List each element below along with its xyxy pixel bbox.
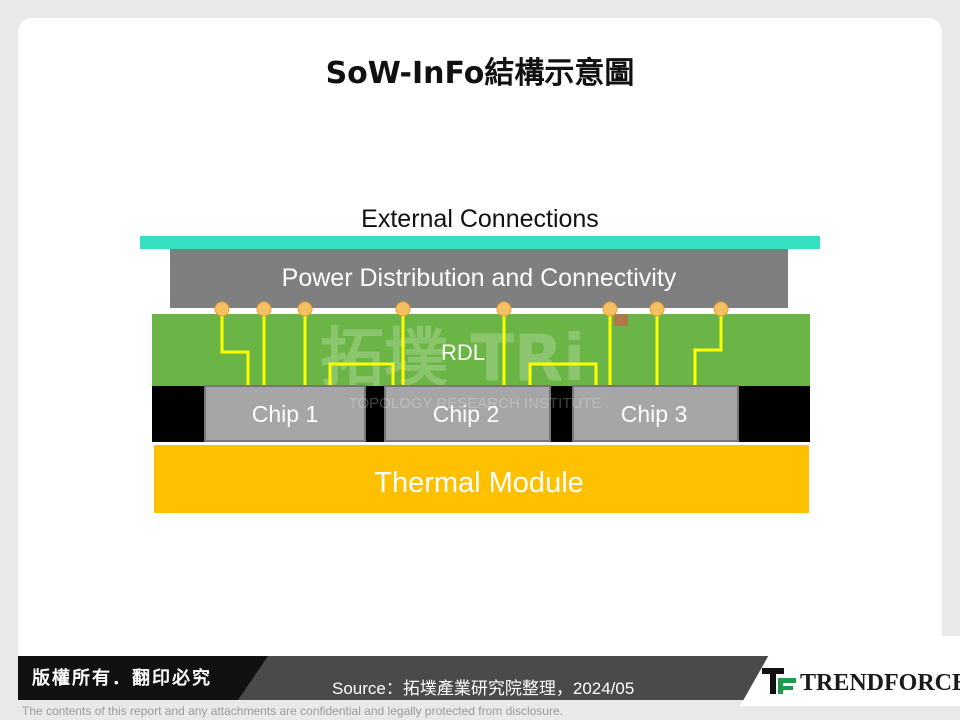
page-title: SoW-InFo結構示意圖	[325, 56, 635, 91]
rdl-label: RDL	[441, 340, 485, 365]
chip-1	[204, 385, 366, 442]
sow-info-diagram: External Connections Power Distribution …	[140, 200, 820, 513]
rdl-wires	[220, 310, 723, 386]
source-note: Source：拓墣產業研究院整理，2024/05	[332, 679, 635, 698]
external-connections-box	[306, 200, 654, 238]
chip-1-label: Chip 1	[252, 401, 318, 427]
chip-3	[572, 385, 739, 442]
copyright-notice: 版權所有．翻印必究	[32, 668, 212, 689]
watermark-mark	[614, 314, 628, 326]
brand-name: TRENDFORCE	[800, 670, 960, 696]
thermal-module	[154, 445, 809, 513]
trendforce-logo-icon	[762, 668, 796, 694]
copyright-tab	[18, 656, 268, 700]
external-connections-label: External Connections	[361, 205, 599, 233]
thermal-module-label: Thermal Module	[374, 467, 584, 499]
chip-2-label: Chip 2	[433, 401, 499, 427]
watermark-text: TOPOLOGY RESEARCH INSTITUTE	[349, 395, 602, 412]
external-connection-bar	[140, 236, 820, 249]
disclaimer: The contents of this report and any atta…	[22, 704, 563, 718]
power-distribution-label: Power Distribution and Connectivity	[282, 264, 677, 292]
power-distribution-layer	[170, 249, 788, 308]
watermark-logo: 拓墣 TRi	[320, 322, 585, 396]
chip-3-label: Chip 3	[621, 401, 687, 427]
solder-bumps	[214, 301, 729, 317]
chip-2	[384, 385, 551, 442]
